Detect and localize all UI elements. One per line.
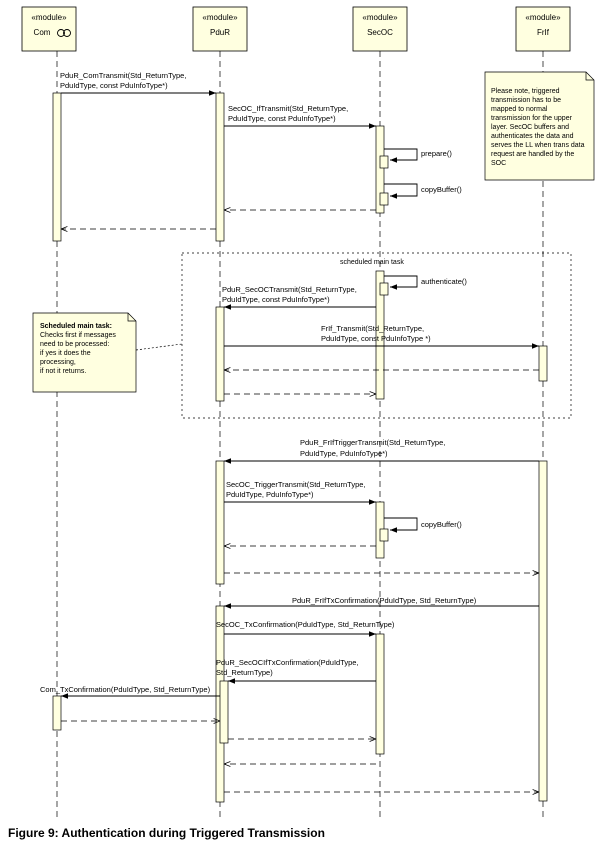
scheduled-main-task-fragment [181,252,572,419]
activation-pdur-3 [215,460,225,585]
msg-label: PduR_FrIfTriggerTransmit(Std_ReturnType, [300,438,445,447]
lifeline-name: FrIf [537,28,550,37]
fragment-label: scheduled main task [340,259,404,266]
note-line: need to be processed: [40,341,109,348]
note-scheduled-main-task: Scheduled main task: Checks first if mes… [32,312,137,393]
component-icon [57,29,71,37]
note-line: serves the LL when trans data [491,142,585,149]
activation-secoc-4 [375,633,385,755]
activation-com-2 [52,695,62,731]
note-line: Please note, triggered [491,88,560,95]
note-line: processing, [40,359,76,366]
note-triggered-transmission: Please note, triggered transmission has … [484,71,595,181]
note-line: if yes it does the [40,350,91,357]
activation-secoc-prepare [379,155,389,169]
msg-label: PduIdType, PduInfoType*) [226,490,314,499]
note-anchor-line [135,343,183,351]
msg-label: copyBuffer() [421,520,462,529]
msg-label: PduR_FrIfTxConfirmation(PduIdType, Std_R… [292,596,477,605]
note-line: mapped to normal [491,106,548,113]
note-line: SOC [491,160,506,167]
msg-label: authenticate() [421,277,467,286]
note-line: transmission for the upper [491,115,573,122]
note-line: Checks first if messages [40,332,116,339]
note-line: if not it returns. [40,368,86,375]
msg-label: PduIdType, PduInfoType*) [300,449,388,458]
msg-prepare [384,148,418,163]
stereotype-label: «module» [202,13,238,22]
note-line: request are handled by the [491,151,574,158]
note-title: Scheduled main task: [40,323,112,330]
activation-pdur-1 [215,92,225,242]
activation-pdur-5 [219,680,229,744]
lifeline-head-secoc: «module» SecOC [352,6,408,52]
stereotype-label: «module» [362,13,398,22]
msg-label: PduIdType, const PduInfoType*) [60,81,168,90]
msg-label: Std_ReturnType) [216,668,273,677]
lifeline-head-com: «module» Com [21,6,77,52]
lifeline-head-frif: «module» FrIf [515,6,571,52]
msg-label: PduR_SecOCTransmit(Std_ReturnType, [222,285,357,294]
activation-frif-2 [538,460,548,802]
lifeline-name: SecOC [367,28,393,37]
lifeline-name: Com [34,28,51,37]
note-line: transmission has to be [491,97,561,104]
msg-label: PduR_ComTransmit(Std_ReturnType, [60,71,186,80]
msg-label: PduIdType, const PduInfoType*) [228,114,336,123]
msg-label: PduIdType, const PduInfoType*) [222,295,330,304]
msg-label: SecOC_IfTransmit(Std_ReturnType, [228,104,348,113]
note-line: layer. SecOC buffers and [491,124,569,131]
msg-label: prepare() [421,149,452,158]
activation-frif-1 [538,345,548,382]
msg-label: SecOC_TxConfirmation(PduIdType, Std_Retu… [216,620,395,629]
lifeline-head-pdur: «module» PduR [192,6,248,52]
msg-label: PduR_SecOCIfTxConfirmation(PduIdType, [216,658,359,667]
msg-copybuffer-2 [384,517,418,533]
msg-label: SecOC_TriggerTransmit(Std_ReturnType, [226,480,366,489]
activation-secoc-1 [375,125,385,214]
activation-secoc-authenticate [379,282,389,296]
stereotype-label: «module» [31,13,67,22]
msg-authenticate [384,275,418,290]
msg-label: FrIf_Transmit(Std_ReturnType, [321,324,424,333]
stereotype-label: «module» [525,13,561,22]
activation-pdur-2 [215,306,225,402]
figure-caption: Figure 9: Authentication during Triggere… [8,826,325,840]
activation-com-1 [52,92,62,242]
note-line: authenticates the data and [491,133,574,140]
lifeline-name: PduR [210,28,230,37]
activation-secoc-2 [375,270,385,400]
msg-label: copyBuffer() [421,185,462,194]
msg-label: Com_TxConfirmation(PduIdType, Std_Return… [40,685,211,694]
activation-secoc-copybuffer-2 [379,528,389,542]
msg-copybuffer-1 [384,183,418,199]
activation-secoc-copybuffer [379,192,389,206]
msg-label: PduIdType, const PduInfoType *) [321,334,431,343]
